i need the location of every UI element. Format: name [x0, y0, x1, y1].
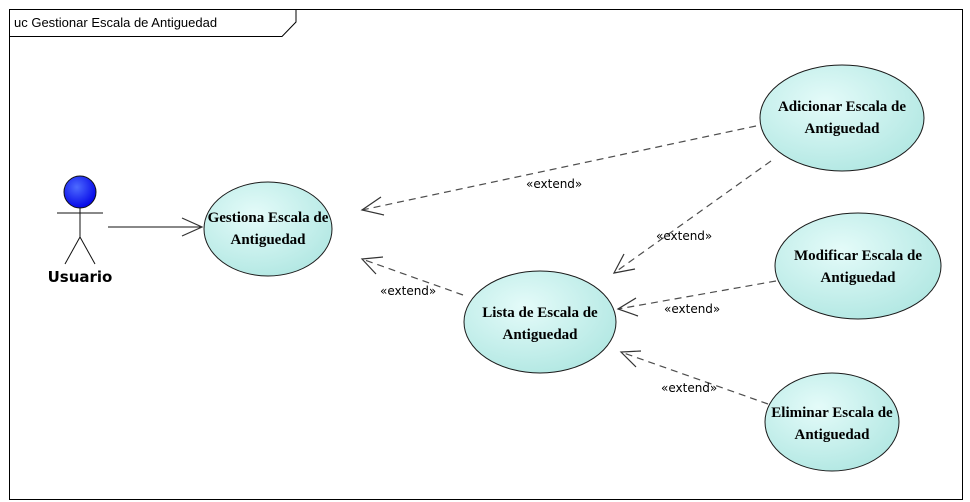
- use-case-label: Antiguedad: [230, 232, 306, 248]
- use-case-modificar[interactable]: Modificar Escala de Antiguedad: [774, 212, 942, 320]
- use-case-lista[interactable]: Lista de Escala de Antiguedad: [463, 270, 617, 374]
- use-case-eliminar[interactable]: Eliminar Escala de Antiguedad: [764, 372, 900, 472]
- extend-label: «extend»: [664, 302, 720, 316]
- extend-eliminar-lista: «extend»: [619, 350, 769, 405]
- use-case-adicionar[interactable]: Adicionar Escala de Antiguedad: [759, 64, 925, 172]
- use-case-label: Eliminar Escala de: [771, 405, 893, 421]
- actor-left-leg: [64, 236, 81, 265]
- actor-head: [63, 175, 97, 209]
- extend-lista-gestiona: «extend»: [360, 256, 464, 298]
- extend-adicionar-gestiona: «extend»: [360, 125, 757, 216]
- frame-tab: [9, 9, 297, 37]
- diagram-frame: uc Gestionar Escala de Antiguedad: [9, 9, 963, 500]
- use-case-label: Modificar Escala de: [794, 248, 922, 264]
- association-actor-gestiona: [108, 217, 204, 237]
- use-case-label: Antiguedad: [794, 427, 870, 443]
- actor-right-leg: [79, 236, 96, 265]
- extend-label: «extend»: [661, 381, 717, 395]
- use-case-label: Gestiona Escala de: [208, 210, 329, 226]
- extend-adicionar-lista: «extend»: [612, 160, 772, 274]
- use-case-gestiona[interactable]: Gestiona Escala de Antiguedad: [203, 181, 333, 277]
- use-case-label: Adicionar Escala de: [778, 99, 906, 115]
- use-case-label: Antiguedad: [502, 327, 578, 343]
- extend-label: «extend»: [526, 177, 582, 191]
- actor-label: Usuario: [48, 268, 113, 286]
- frame-title: uc Gestionar Escala de Antiguedad: [14, 15, 217, 30]
- extend-label: «extend»: [380, 284, 436, 298]
- use-case-label: Lista de Escala de: [482, 305, 598, 321]
- extend-label: «extend»: [656, 229, 712, 243]
- extend-modificar-lista: «extend»: [616, 280, 777, 317]
- use-case-label: Antiguedad: [820, 270, 896, 286]
- use-case-label: Antiguedad: [804, 121, 880, 137]
- actor-usuario[interactable]: Usuario: [48, 175, 113, 286]
